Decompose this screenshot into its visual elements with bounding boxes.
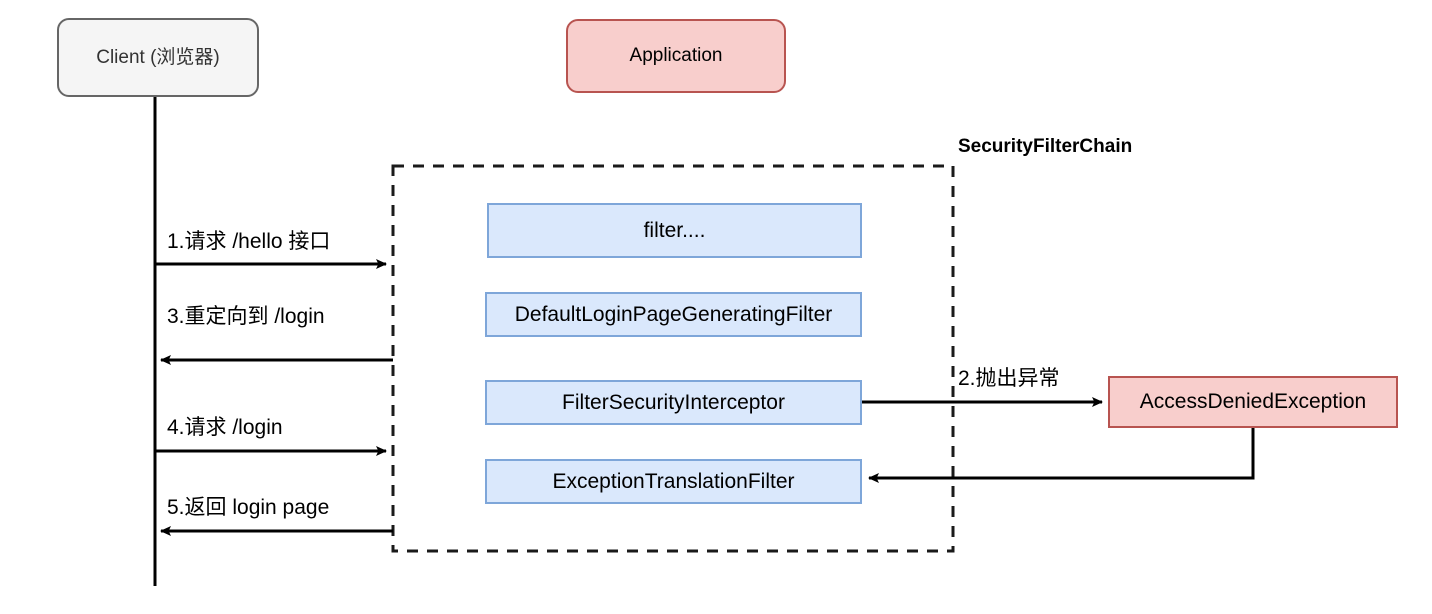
edge-exception-to-translation-filter [868,428,1255,483]
filter-box-filter-label: filter.... [643,218,706,242]
node-client-label: Client (浏览器) [96,46,220,68]
filter-box-default-login-page-generating-filter[interactable]: DefaultLoginPageGeneratingFilter [485,292,862,337]
filter-box-filter-security-interceptor[interactable]: FilterSecurityInterceptor [485,380,862,425]
node-application-label: Application [629,45,723,67]
edge-label-step-4: 4.请求 /login [167,416,283,439]
edge-label-step-2: 2.抛出异常 [958,367,1060,390]
node-application[interactable]: Application [566,19,786,93]
node-access-denied-exception-label: AccessDeniedException [1139,389,1367,413]
filter-box-exception-translation-filter[interactable]: ExceptionTranslationFilter [485,459,862,504]
filter-box-filter[interactable]: filter.... [487,203,862,258]
node-client[interactable]: Client (浏览器) [57,18,259,97]
node-access-denied-exception[interactable]: AccessDeniedException [1108,376,1398,428]
filter-box-default-login-page-generating-filter-label: DefaultLoginPageGeneratingFilter [514,302,833,326]
filter-box-filter-security-interceptor-label: FilterSecurityInterceptor [562,390,785,414]
security-filter-chain-label: SecurityFilterChain [958,136,1133,157]
edge-label-step-1: 1.请求 /hello 接口 [167,230,331,253]
edge-label-step-3: 3.重定向到 /login [167,305,325,328]
edge-label-step-5: 5.返回 login page [167,496,330,519]
filter-box-exception-translation-filter-label: ExceptionTranslationFilter [552,469,795,493]
